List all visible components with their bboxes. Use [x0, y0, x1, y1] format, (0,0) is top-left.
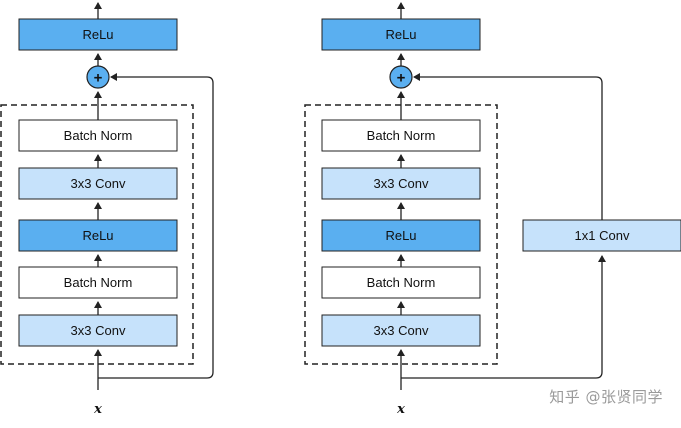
right-layer-relu-mid [321, 219, 481, 252]
right-layer-conv3x3-bottom [321, 314, 481, 347]
right-shortcut-conv1x1-label: 1x1 Conv [575, 228, 630, 243]
right-shortcut-path-out [413, 73, 603, 220]
right-shortcut-path-in [401, 255, 606, 379]
left-layer-conv3x3-top-label: 3x3 Conv [71, 176, 126, 191]
right-layer-conv3x3-bottom-label: 3x3 Conv [374, 323, 429, 338]
left-skip-connection [98, 73, 214, 379]
right-layer-batchnorm-top [321, 119, 481, 152]
right-shortcut-conv1x1-box [522, 219, 681, 252]
right-layer-batchnorm-bottom [321, 266, 481, 299]
watermark-text: 知乎 @张贤同学 [549, 388, 663, 406]
right-output-relu-label: ReLu [385, 27, 416, 42]
right-input-label: x [396, 402, 405, 417]
right-layer-batchnorm-top-label: Batch Norm [367, 128, 436, 143]
right-output-relu-box [321, 18, 481, 51]
left-layer-conv3x3-bottom [18, 314, 178, 347]
left-dashed-container [0, 104, 194, 365]
right-add-symbol: + [397, 70, 406, 87]
left-layer-batchnorm-top-label: Batch Norm [64, 128, 133, 143]
left-residual-block: ReLu + Batch Norm 3x3 Conv ReLu Batch No… [0, 2, 214, 417]
right-layer-conv3x3-top-label: 3x3 Conv [374, 176, 429, 191]
left-layer-conv3x3-bottom-label: 3x3 Conv [71, 323, 126, 338]
right-dashed-container [304, 104, 498, 365]
left-layer-relu-mid-label: ReLu [82, 228, 113, 243]
left-layer-batchnorm-top [18, 119, 178, 152]
left-input-label: x [93, 402, 102, 417]
left-add-symbol: + [94, 70, 103, 87]
left-output-relu-box [18, 18, 178, 51]
right-residual-block: ReLu + Batch Norm 3x3 Conv ReLu Batch No… [304, 2, 681, 417]
right-add-node: + [389, 65, 413, 89]
left-layer-conv3x3-top [18, 167, 178, 200]
right-layer-batchnorm-bottom-label: Batch Norm [367, 275, 436, 290]
left-add-node: + [86, 65, 110, 89]
right-layer-conv3x3-top [321, 167, 481, 200]
right-layer-relu-mid-label: ReLu [385, 228, 416, 243]
left-output-relu-label: ReLu [82, 27, 113, 42]
left-layer-batchnorm-bottom-label: Batch Norm [64, 275, 133, 290]
left-layer-batchnorm-bottom [18, 266, 178, 299]
left-layer-relu-mid [18, 219, 178, 252]
